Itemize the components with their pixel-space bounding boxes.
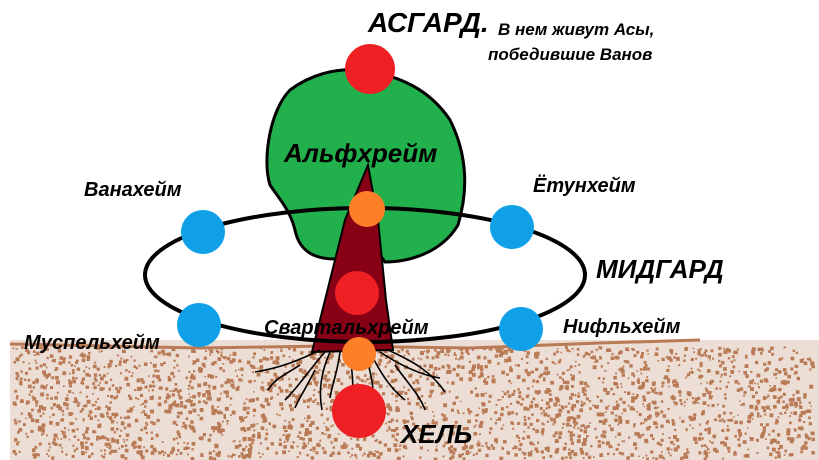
midgard-label: МИДГАРД (596, 254, 724, 284)
asgard-label: АСГАРД. (367, 7, 489, 38)
hel-label: ХЕЛЬ (399, 419, 472, 449)
svartalfheim-label: Свартальхрейм (264, 317, 429, 339)
alfheim-circle (349, 191, 385, 227)
asgard-subtitle-line1: В нем живут Асы, (498, 20, 654, 39)
niflheim-circle (499, 307, 543, 351)
vanaheim-circle (181, 210, 225, 254)
vanaheim-label: Ванахейм (84, 179, 182, 201)
jotunheim-label: Ётунхейм (533, 174, 636, 197)
muspelheim-label: Муспельхейм (24, 332, 160, 354)
jotunheim-circle (490, 205, 534, 249)
midgard-circle (335, 271, 379, 315)
muspelheim-circle (177, 303, 221, 347)
asgard-circle (345, 44, 395, 94)
niflheim-label: Нифльхейм (563, 316, 681, 338)
alfheim-label: Альфхрейм (283, 138, 437, 168)
asgard-subtitle-line2: победившие Ванов (488, 45, 652, 64)
svartalfheim-circle (342, 337, 376, 371)
hel-circle (332, 384, 386, 438)
